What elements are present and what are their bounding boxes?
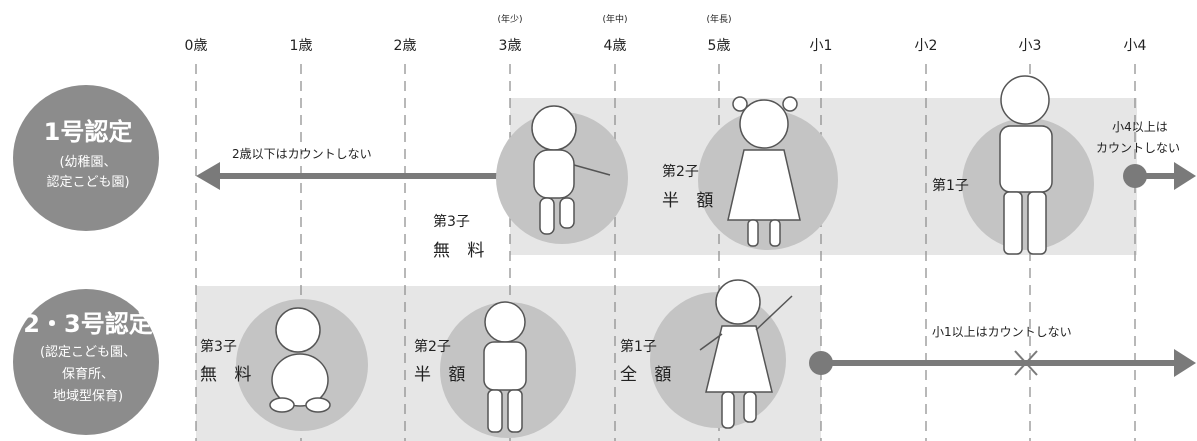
badge-type23-line1: (認定こども園、 xyxy=(40,344,136,360)
age-column-label: 2歳 xyxy=(394,38,417,54)
age-column-label: 小1 xyxy=(810,38,833,54)
row1-child2-bottom: 半 額 xyxy=(662,191,719,211)
row2-child3: 第3子 無 料 xyxy=(200,299,368,431)
row1-child2: 第2子 半 額 xyxy=(662,96,838,250)
child-boy-illustration xyxy=(483,301,527,433)
row2-child2-bottom: 半 額 xyxy=(414,365,471,385)
age-column-label: 小4 xyxy=(1124,38,1147,54)
badge-type23-line2: 保育所、 xyxy=(62,366,114,382)
badge-type23-circle xyxy=(13,289,159,435)
badge-type23-line3: 地域型保育) xyxy=(53,388,123,404)
child-waving-girl-illustration xyxy=(699,279,793,429)
child-schoolboy-illustration xyxy=(999,75,1053,255)
badge-type1: 1号認定 (幼稚園、 認定こども園) xyxy=(13,85,159,231)
row2-child2: 第2子 半 額 xyxy=(414,301,576,438)
age-column-label: 3歳 xyxy=(499,38,522,54)
badge-type1-line1: (幼稚園、 xyxy=(59,155,116,170)
age-column-headers: 0歳 1歳 2歳 3歳 (年少) 4歳 (年中) 5歳 (年長) 小1 小2 小3 小4 xyxy=(185,13,1147,54)
child-toddler-illustration xyxy=(531,105,611,235)
child-girl-illustration xyxy=(727,96,801,247)
age-column-label: 小2 xyxy=(915,38,938,54)
row2-right-note: 小1以上はカウントしない xyxy=(932,325,1072,339)
row2-child1-bottom: 全 額 xyxy=(620,365,677,385)
row1-child1: 第1子 xyxy=(932,75,1094,255)
badge-type23: 2・3号認定 (認定こども園、 保育所、 地域型保育) xyxy=(13,289,159,435)
row1-child2-top: 第2子 xyxy=(662,163,699,180)
row1-right-arrow: 小4以上は カウントしない xyxy=(1096,120,1196,190)
row1-left-arrow-head xyxy=(196,162,220,190)
row1-child1-top: 第1子 xyxy=(932,177,969,194)
row1-right-note-line1: 小4以上は xyxy=(1112,120,1168,134)
row1-right-arrow-head xyxy=(1174,162,1196,190)
row2-right-arrow-head xyxy=(1174,349,1196,377)
badge-type1-circle xyxy=(13,85,159,231)
row2-child1: 第1子 全 額 xyxy=(620,279,793,429)
row1-left-arrow: 2歳以下はカウントしない xyxy=(196,147,521,190)
row1-left-arrow-label: 2歳以下はカウントしない xyxy=(232,147,372,161)
badge-type1-title: 1号認定 xyxy=(44,118,133,146)
badge-type1-line2: 認定こども園) xyxy=(46,174,129,190)
row1-child3: 第3子 無 料 xyxy=(433,105,628,261)
row2-right-arrow: 小1以上はカウントしない xyxy=(809,325,1196,377)
age-column-label: 小3 xyxy=(1019,38,1042,54)
age-column-label: 5歳 xyxy=(708,38,731,54)
row2-child1-top: 第1子 xyxy=(620,338,657,355)
row2-child2-top: 第2子 xyxy=(414,338,451,355)
age-column-label: 4歳 xyxy=(604,38,627,54)
age-column-sublabel: (年中) xyxy=(602,13,627,25)
age-column-label: 1歳 xyxy=(290,38,313,54)
row2-child3-bottom: 無 料 xyxy=(200,365,257,385)
cross-mark-icon xyxy=(1014,350,1038,376)
row1-child3-top: 第3子 xyxy=(433,213,470,230)
badge-type23-title: 2・3号認定 xyxy=(23,310,152,338)
age-column-sublabel: (年長) xyxy=(706,13,731,25)
row2-child3-top: 第3子 xyxy=(200,338,237,355)
age-column-label: 0歳 xyxy=(185,38,208,54)
row1-child3-bottom: 無 料 xyxy=(433,241,490,261)
baby-illustration xyxy=(269,307,331,413)
age-column-sublabel: (年少) xyxy=(497,13,522,25)
row1-right-note-line2: カウントしない xyxy=(1096,141,1180,155)
